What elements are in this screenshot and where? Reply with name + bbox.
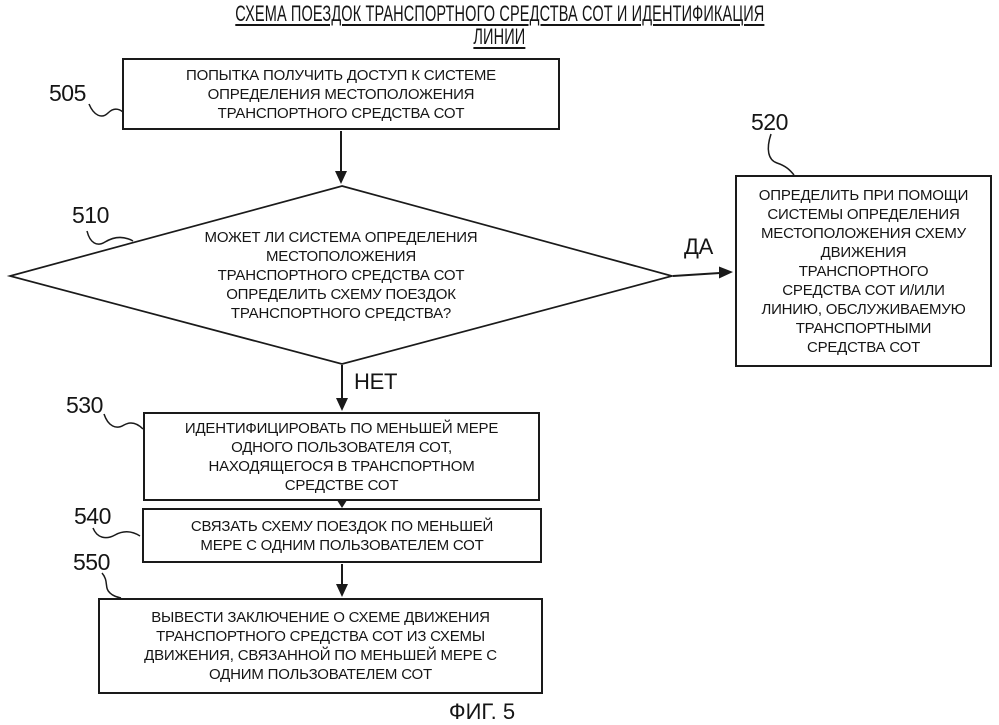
- flow-node-540: СВЯЗАТЬ СХЕМУ ПОЕЗДОК ПО МЕНЬШЕЙ МЕРЕ С …: [142, 508, 542, 563]
- flow-node-550: ВЫВЕСТИ ЗАКЛЮЧЕНИЕ О СХЕМЕ ДВИЖЕНИЯ ТРАН…: [98, 598, 543, 694]
- flow-node-530: ИДЕНТИФИЦИРОВАТЬ ПО МЕНЬШЕЙ МЕРЕ ОДНОГО …: [143, 412, 540, 501]
- ref-label-540: 540: [74, 503, 111, 529]
- arrowhead-510-to-530: [336, 398, 348, 411]
- ref-label-510: 510: [72, 202, 109, 228]
- edge-label-no: НЕТ: [354, 369, 398, 394]
- flow-node-510-text: МОЖЕТ ЛИ СИСТЕМА ОПРЕДЕЛЕНИЯ МЕСТОПОЛОЖЕ…: [204, 228, 478, 322]
- flow-node-510: МОЖЕТ ЛИ СИСТЕМА ОПРЕДЕЛЕНИЯ МЕСТОПОЛОЖЕ…: [161, 226, 521, 324]
- leader-squiggle-510: [86, 230, 134, 245]
- arrowhead-510-to-520: [719, 266, 733, 279]
- figure-caption: ФИГ. 5: [448, 699, 516, 724]
- flow-node-530-text: ИДЕНТИФИЦИРОВАТЬ ПО МЕНЬШЕЙ МЕРЕ ОДНОГО …: [184, 419, 499, 494]
- figure-title-line1: СХЕМА ПОЕЗДОК ТРАНСПОРТНОГО СРЕДСТВА СОТ…: [234, 1, 765, 26]
- ref-label-530: 530: [66, 392, 103, 418]
- flow-node-540-text: СВЯЗАТЬ СХЕМУ ПОЕЗДОК ПО МЕНЬШЕЙ МЕРЕ С …: [190, 517, 494, 554]
- leader-squiggle-530: [103, 413, 144, 430]
- ref-label-550: 550: [73, 549, 110, 575]
- ref-label-505: 505: [49, 80, 86, 106]
- decision-diamond-outline: [6, 185, 676, 365]
- flow-node-550-text: ВЫВЕСТИ ЗАКЛЮЧЕНИЕ О СХЕМЕ ДВИЖЕНИЯ ТРАН…: [144, 609, 497, 683]
- flow-node-520-text: ОПРЕДЕЛИТЬ ПРИ ПОМОЩИ СИСТЕМЫ ОПРЕДЕЛЕНИ…: [758, 186, 969, 356]
- leader-squiggle-540: [92, 527, 141, 539]
- flow-node-505: ПОПЫТКА ПОЛУЧИТЬ ДОСТУП К СИСТЕМЕ ОПРЕДЕ…: [122, 58, 560, 130]
- figure-title-line2: ЛИНИИ: [473, 24, 526, 49]
- arrowhead-505-to-510: [335, 171, 347, 184]
- arrowhead-540-to-550: [336, 584, 348, 597]
- leader-squiggle-550: [101, 572, 122, 599]
- figure-title: СХЕМА ПОЕЗДОК ТРАНСПОРТНОГО СРЕДСТВА СОТ…: [0, 2, 999, 48]
- ref-label-520: 520: [751, 109, 788, 135]
- arrow-510-to-520: [672, 272, 721, 277]
- flow-node-520: ОПРЕДЕЛИТЬ ПРИ ПОМОЩИ СИСТЕМЫ ОПРЕДЕЛЕНИ…: [735, 175, 992, 367]
- leader-squiggle-505: [88, 103, 124, 117]
- flow-node-505-text: ПОПЫТКА ПОЛУЧИТЬ ДОСТУП К СИСТЕМЕ ОПРЕДЕ…: [186, 66, 496, 122]
- edge-label-yes: ДА: [684, 234, 713, 259]
- leader-squiggle-520: [767, 133, 795, 176]
